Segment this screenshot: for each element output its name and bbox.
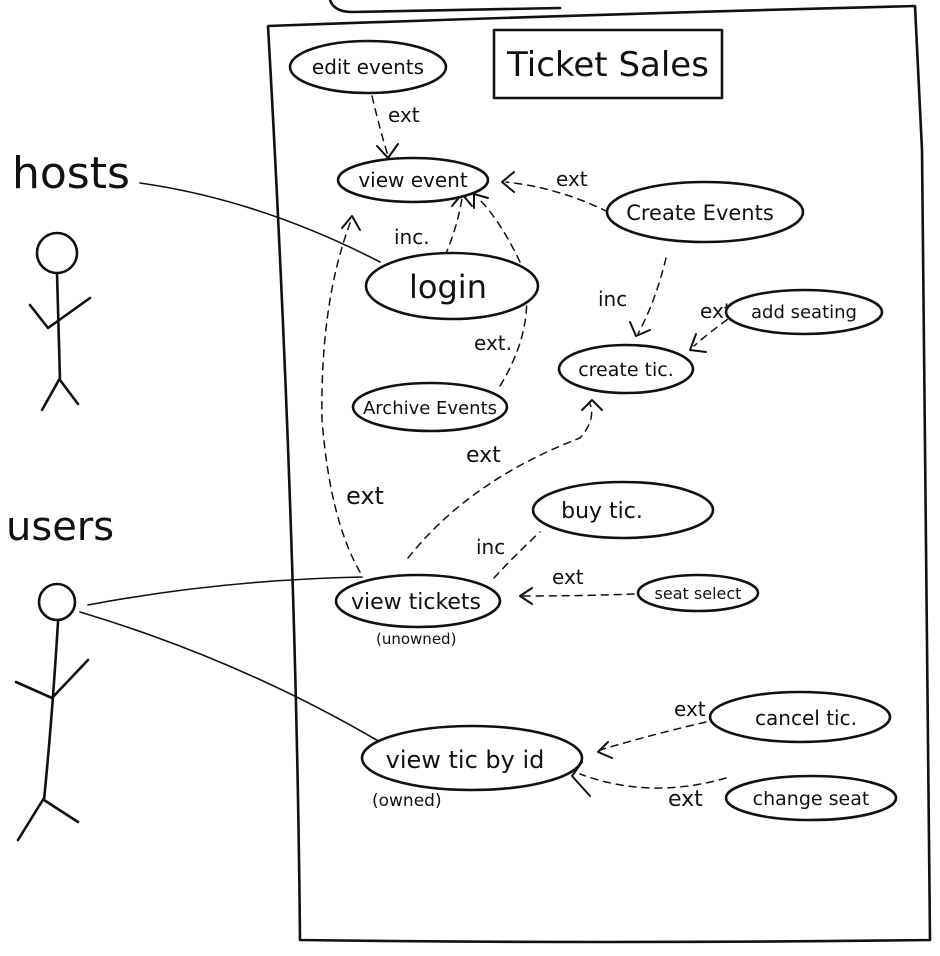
arrow-create-to-createtic bbox=[629, 321, 651, 337]
users-body bbox=[14, 620, 90, 842]
label-ext-viewtickets-viewevent: ext bbox=[346, 482, 384, 510]
label-inc-login-view: inc. bbox=[394, 225, 430, 249]
view-tickets-note: (unowned) bbox=[376, 630, 456, 648]
rel-cancel-to-viewtic bbox=[599, 721, 707, 751]
arrow-viewtickets-to-viewevent bbox=[341, 215, 361, 231]
label-ext-create-view: ext bbox=[556, 167, 588, 191]
add-seating-label: add seating bbox=[751, 302, 857, 323]
use-case-create-events: Create Events bbox=[605, 180, 805, 244]
arrow-seat-to-viewtickets bbox=[519, 587, 533, 605]
archive-events-label: Archive Events bbox=[363, 398, 497, 419]
assoc-users-view-tic-by-id bbox=[79, 611, 381, 743]
label-ext-edit-view: ext bbox=[388, 103, 420, 127]
system-title-box bbox=[492, 28, 724, 100]
create-events-label: Create Events bbox=[626, 201, 774, 225]
arrow-cancel-to-viewtic bbox=[597, 741, 613, 759]
arrow-viewtickets-to-createtic bbox=[581, 399, 603, 411]
rel-login-to-view bbox=[444, 197, 463, 257]
actor-hosts-label: hosts bbox=[12, 148, 130, 199]
actor-hosts bbox=[28, 231, 92, 412]
view-tic-by-id-note: (owned) bbox=[372, 791, 442, 811]
use-case-add-seating: add seating bbox=[724, 288, 884, 336]
use-case-view-tic-by-id: view tic by id bbox=[360, 724, 584, 792]
arrow-seating-to-createtic bbox=[689, 333, 707, 353]
use-case-view-event: view event bbox=[336, 156, 490, 204]
label-ext-cancel-viewtic: ext bbox=[674, 697, 706, 721]
rel-viewtickets-to-createtic bbox=[407, 403, 593, 559]
login-label: login bbox=[409, 268, 487, 306]
use-case-view-tickets: view tickets bbox=[334, 573, 502, 629]
assoc-users-view-tickets bbox=[87, 576, 363, 606]
hosts-head bbox=[35, 231, 79, 275]
create-tic-label: create tic. bbox=[578, 359, 674, 381]
label-ext-change-viewtic: ext bbox=[668, 787, 703, 812]
rel-create-to-view bbox=[505, 181, 609, 213]
view-event-label: view event bbox=[358, 168, 468, 192]
actor-users-label: users bbox=[6, 504, 114, 550]
use-case-seat-select: seat select bbox=[636, 573, 760, 613]
top-partial-box bbox=[328, 0, 562, 14]
use-case-archive-events: Archive Events bbox=[351, 381, 509, 433]
use-case-login: login bbox=[364, 251, 540, 321]
hosts-body bbox=[28, 271, 92, 412]
use-case-cancel-tic: cancel tic. bbox=[708, 690, 892, 744]
rel-change-to-viewtic bbox=[579, 773, 727, 789]
use-case-change-seat: change seat bbox=[724, 774, 898, 822]
edit-events-label: edit events bbox=[312, 55, 424, 79]
view-tickets-label: view tickets bbox=[351, 590, 481, 615]
use-case-buy-tic: buy tic. bbox=[531, 480, 715, 540]
change-seat-label: change seat bbox=[753, 788, 870, 810]
label-ext-viewtickets-createtic: ext bbox=[466, 443, 501, 468]
use-case-create-tic: create tic. bbox=[557, 343, 695, 395]
rel-viewtickets-to-buy bbox=[493, 531, 541, 579]
use-case-edit-events: edit events bbox=[288, 39, 448, 95]
users-head bbox=[37, 582, 77, 622]
actor-users bbox=[14, 582, 90, 842]
buy-tic-label: buy tic. bbox=[561, 499, 643, 524]
label-inc-create-createtic: inc bbox=[598, 287, 627, 311]
rel-archive-to-view bbox=[477, 197, 528, 387]
system-boundary bbox=[266, 4, 932, 944]
arrow-create-to-view bbox=[501, 171, 515, 193]
label-inc-viewtickets-buy: inc bbox=[476, 535, 505, 559]
cancel-tic-label: cancel tic. bbox=[755, 706, 857, 730]
label-ext-seat-viewtickets: ext bbox=[552, 565, 584, 589]
view-tic-by-id-label: view tic by id bbox=[386, 746, 545, 774]
system-title: Ticket Sales bbox=[506, 45, 709, 85]
rel-seat-to-viewtickets bbox=[521, 593, 635, 597]
rel-viewtickets-to-viewevent bbox=[321, 217, 361, 573]
assoc-hosts-login bbox=[139, 182, 381, 263]
relations bbox=[321, 95, 739, 797]
label-ext-archive-view: ext. bbox=[474, 331, 512, 355]
rel-create-to-createtic bbox=[637, 257, 667, 335]
arrow-edit-to-view bbox=[376, 143, 399, 159]
rel-edit-to-view bbox=[371, 95, 389, 157]
seat-select-label: seat select bbox=[655, 584, 742, 603]
